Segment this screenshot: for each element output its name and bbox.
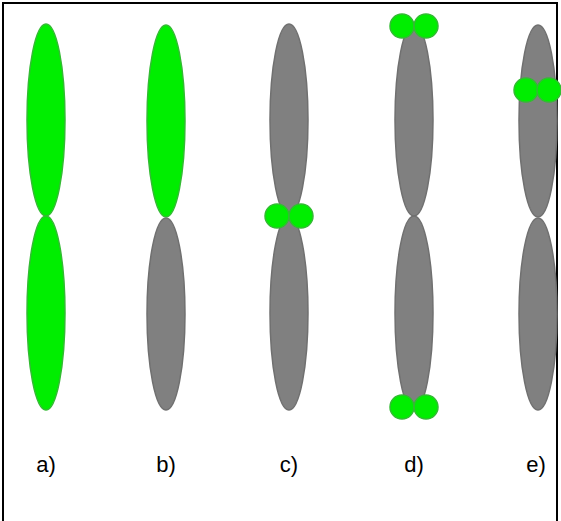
chromosome-d <box>390 14 438 419</box>
chromosome-a <box>27 24 65 410</box>
chromosome-b <box>147 25 185 410</box>
panel-label: c) <box>280 454 298 476</box>
panel-label: e) <box>526 454 546 476</box>
panel-label: b) <box>156 454 176 476</box>
frame <box>3 3 557 521</box>
panel-label: d) <box>404 454 424 476</box>
chromosome-c <box>265 24 313 410</box>
chromosome-e <box>514 25 561 410</box>
panel-label: a) <box>36 454 56 476</box>
